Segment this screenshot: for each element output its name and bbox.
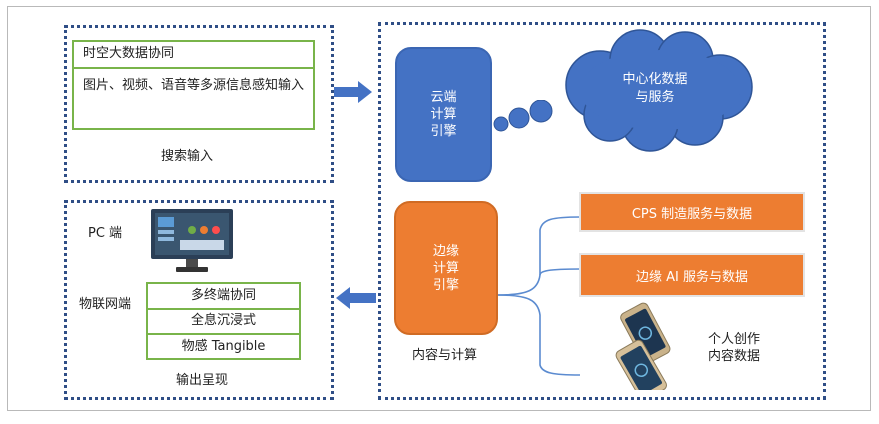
cloud-shape xyxy=(565,29,753,152)
connector-bubbles xyxy=(493,100,553,132)
search-input-label: 搜索输入 xyxy=(161,149,214,164)
personal-content-data: 个人创作 内容数据 xyxy=(708,332,761,364)
edge-compute-engine: 边缘 计算 引擎 xyxy=(394,201,498,335)
divider xyxy=(74,67,313,69)
compute-group xyxy=(378,22,826,400)
tangible-item: 物感 Tangible xyxy=(181,339,266,354)
search-input-box: 时空大数据协同 图片、视频、语音等多源信息感知输入 xyxy=(72,40,315,130)
smartphones-icon xyxy=(615,302,671,390)
holographic-item: 全息沉浸式 xyxy=(190,313,256,328)
divider xyxy=(148,333,299,335)
pc-label: PC 端 xyxy=(88,226,123,241)
figure-frame xyxy=(7,6,871,411)
output-label: 输出呈现 xyxy=(176,373,229,388)
bracket-lines xyxy=(498,216,581,376)
output-modes-box: 多终端协同 全息沉浸式 物感 Tangible xyxy=(146,282,301,360)
multi-terminal-item: 多终端协同 xyxy=(190,288,256,303)
content-compute-label: 内容与计算 xyxy=(412,348,478,363)
iot-label: 物联网端 xyxy=(79,297,132,312)
cps-service-box: CPS 制造服务与数据 xyxy=(579,192,805,232)
central-data-service: 中心化数据 与服务 xyxy=(622,72,688,105)
edge-ai-service-box: 边缘 AI 服务与数据 xyxy=(579,253,805,297)
search-input-group xyxy=(64,25,334,183)
cloud-compute-engine: 云端 计算 引擎 xyxy=(395,47,492,182)
monitor-icon xyxy=(151,209,233,272)
arrow-left-icon xyxy=(336,287,376,309)
multisource-input-item: 图片、视频、语音等多源信息感知输入 xyxy=(83,78,305,93)
arrow-right-icon xyxy=(334,81,372,103)
output-group xyxy=(64,200,334,400)
spatiotemporal-data-item: 时空大数据协同 xyxy=(83,46,175,61)
divider xyxy=(148,308,299,310)
